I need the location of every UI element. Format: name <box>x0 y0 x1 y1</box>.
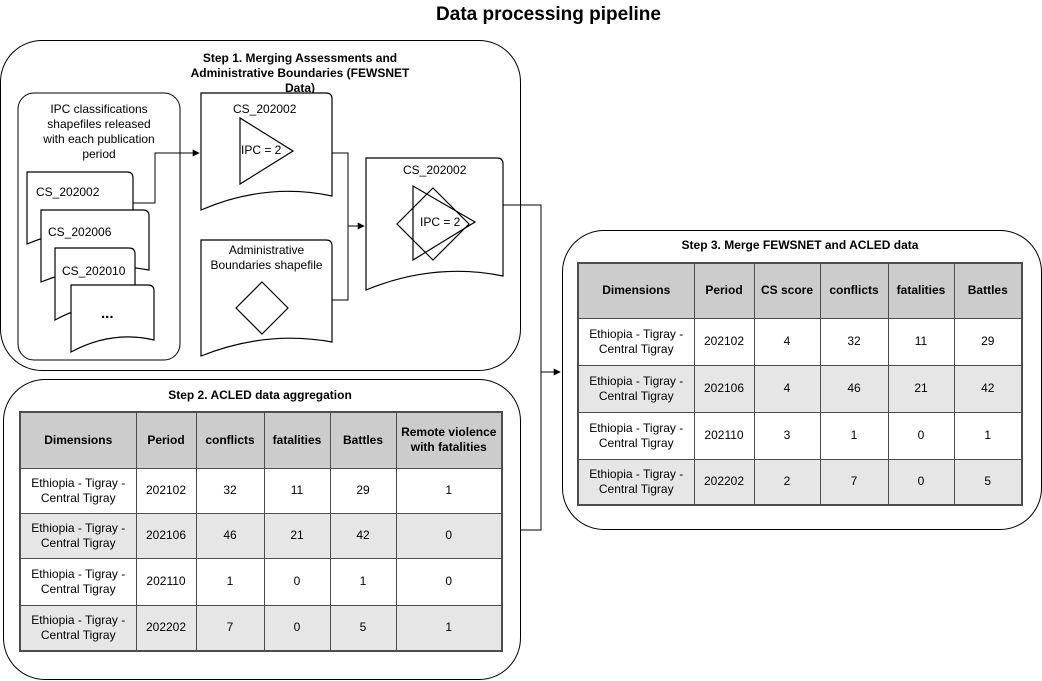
table-cell: 11 <box>263 467 331 514</box>
table-cell: 1 <box>953 411 1023 460</box>
table-cell: 5 <box>329 604 397 652</box>
table-row: Ethiopia - Tigray - Central Tigray 20210… <box>577 317 1023 366</box>
table-cell: Ethiopia - Tigray - Central Tigray <box>19 604 137 652</box>
table-row: Ethiopia - Tigray - Central Tigray 20210… <box>19 512 503 559</box>
table-cell: 202106 <box>693 364 755 413</box>
table-cell: 21 <box>263 512 331 559</box>
table-row: Ethiopia - Tigray - Central Tigray 20220… <box>19 604 503 652</box>
table-header-row: Dimensions Period conflicts fatalities B… <box>19 411 503 469</box>
table-cell: 0 <box>395 557 503 606</box>
table-cell: 202102 <box>693 317 755 366</box>
column-header: Dimensions <box>19 411 137 469</box>
table-row: Ethiopia - Tigray - Central Tigray 20211… <box>19 557 503 606</box>
table-cell: 202102 <box>135 467 197 514</box>
merged-shape-label: IPC = 2 <box>420 215 461 229</box>
table-cell: 202110 <box>135 557 197 606</box>
table-cell: 0 <box>263 557 331 606</box>
stack-doc-label-2: CS_202006 <box>48 225 112 239</box>
table-cell: 0 <box>395 512 503 559</box>
table-row: Ethiopia - Tigray - Central Tigray 20220… <box>577 458 1023 506</box>
table-cell: 0 <box>263 604 331 652</box>
column-header: Dimensions <box>577 262 695 319</box>
connector-step1-to-step3 <box>503 204 561 376</box>
step1-title: Step 1. Merging Assessments and Administ… <box>190 51 410 95</box>
stack-doc-4 <box>70 284 155 354</box>
table-cell: 5 <box>953 458 1023 506</box>
connector-assessment-to-merged <box>332 152 365 230</box>
table-cell: 1 <box>395 467 503 514</box>
table-cell: Ethiopia - Tigray - Central Tigray <box>19 512 137 559</box>
table-cell: 7 <box>819 458 889 506</box>
stack-doc-label-1: CS_202002 <box>36 185 100 199</box>
merged-doc <box>365 157 504 291</box>
table-cell: Ethiopia - Tigray - Central Tigray <box>577 458 695 506</box>
table-row: Ethiopia - Tigray - Central Tigray 20211… <box>577 411 1023 460</box>
column-header: fatalities <box>263 411 331 469</box>
table-cell: 0 <box>887 411 955 460</box>
connector-admin-to-merged <box>332 226 349 301</box>
stack-doc-label-3: CS_202010 <box>62 264 126 278</box>
acled-aggregation-table: Dimensions Period conflicts fatalities B… <box>19 411 503 652</box>
table-cell: 1 <box>395 604 503 652</box>
table-cell: 29 <box>953 317 1023 366</box>
table-cell: 202202 <box>693 458 755 506</box>
table-cell: 4 <box>753 317 821 366</box>
table-cell: 46 <box>195 512 265 559</box>
connector-stack-to-assessment <box>133 149 200 204</box>
column-header: Remote violence with fatalities <box>395 411 503 469</box>
table-cell: 2 <box>753 458 821 506</box>
table-cell: Ethiopia - Tigray - Central Tigray <box>577 364 695 413</box>
column-header: conflicts <box>195 411 265 469</box>
table-cell: 202106 <box>135 512 197 559</box>
table-cell: 29 <box>329 467 397 514</box>
merged-triangle-shape <box>412 184 477 262</box>
table-cell: 1 <box>195 557 265 606</box>
table-cell: 46 <box>819 364 889 413</box>
column-header: Battles <box>329 411 397 469</box>
table-cell: 32 <box>195 467 265 514</box>
table-cell: Ethiopia - Tigray - Central Tigray <box>19 557 137 606</box>
table-cell: 0 <box>887 458 955 506</box>
table-row: Ethiopia - Tigray - Central Tigray 20210… <box>577 364 1023 413</box>
table-cell: 3 <box>753 411 821 460</box>
page-title: Data processing pipeline <box>436 4 661 25</box>
column-header: conflicts <box>819 262 889 319</box>
column-header: CS score <box>753 262 821 319</box>
table-cell: 202110 <box>693 411 755 460</box>
table-header-row: Dimensions Period CS score conflicts fat… <box>577 262 1023 319</box>
table-cell: Ethiopia - Tigray - Central Tigray <box>577 317 695 366</box>
table-cell: 7 <box>195 604 265 652</box>
table-cell: Ethiopia - Tigray - Central Tigray <box>19 467 137 514</box>
assessment-shape-label: IPC = 2 <box>241 143 282 157</box>
ipc-triangle-shape <box>239 116 295 186</box>
ipc-classifications-label: IPC classifications shapefiles released … <box>43 102 155 161</box>
table-cell: 11 <box>887 317 955 366</box>
admin-diamond-shape <box>235 281 289 335</box>
merged-data-table: Dimensions Period CS score conflicts fat… <box>577 262 1023 506</box>
admin-doc-label: Administrative Boundaries shapefile <box>210 243 323 272</box>
merged-doc-label: CS_202002 <box>403 163 467 177</box>
assessment-doc-label: CS_202002 <box>233 102 297 116</box>
step2-title: Step 2. ACLED data aggregation <box>168 388 352 402</box>
table-cell: 42 <box>329 512 397 559</box>
column-header: fatalities <box>887 262 955 319</box>
column-header: Battles <box>953 262 1023 319</box>
table-cell: 202202 <box>135 604 197 652</box>
table-cell: 1 <box>819 411 889 460</box>
table-cell: 4 <box>753 364 821 413</box>
table-cell: 1 <box>329 557 397 606</box>
column-header: Period <box>135 411 197 469</box>
table-row: Ethiopia - Tigray - Central Tigray 20210… <box>19 467 503 514</box>
column-header: Period <box>693 262 755 319</box>
table-cell: 21 <box>887 364 955 413</box>
stack-doc-label-more: ... <box>101 305 114 322</box>
connector-step2-to-step3 <box>521 372 542 531</box>
step3-title: Step 3. Merge FEWSNET and ACLED data <box>681 238 919 252</box>
table-cell: 42 <box>953 364 1023 413</box>
table-cell: Ethiopia - Tigray - Central Tigray <box>577 411 695 460</box>
table-cell: 32 <box>819 317 889 366</box>
